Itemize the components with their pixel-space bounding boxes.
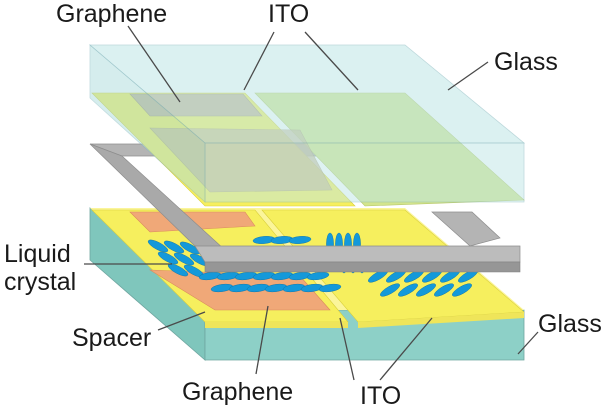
lc-molecule [306, 271, 330, 281]
leader-lines [84, 25, 539, 381]
lc-molecule [318, 283, 342, 293]
spacer-frame [89, 143, 521, 273]
lc-molecule [173, 252, 195, 266]
lc-molecule [288, 236, 312, 244]
lc-molecule [398, 283, 418, 297]
lc-molecule [167, 263, 189, 277]
lc-molecule [163, 240, 185, 254]
labels: Graphene ITO Glass Liquid crystal Spacer… [4, 0, 602, 410]
leader-ito-top-left [243, 31, 275, 91]
spacer-front-bar [194, 245, 521, 263]
lc-molecule [434, 283, 454, 297]
top-glass-front-face [204, 142, 525, 203]
top-glass-substrate [88, 44, 526, 207]
label-glass-bottom: Glass [538, 310, 602, 338]
bottom-ito-right-edge [358, 312, 524, 328]
spacer-right-arm [431, 211, 501, 247]
bottom-ito-left-edge [205, 322, 348, 328]
leader-glass-top [447, 61, 489, 91]
label-ito-bottom: ITO [360, 382, 401, 410]
leader-ito-bottom-right [379, 317, 433, 381]
leader-graphene-bottom [255, 305, 269, 375]
label-glass-top: Glass [494, 48, 558, 76]
lc-molecule [452, 283, 472, 297]
label-spacer: Spacer [72, 324, 151, 352]
label-ito-top: ITO [268, 0, 309, 28]
label-liquid-crystal-line2: crystal [4, 268, 76, 296]
leader-ito-bottom-left [339, 317, 355, 381]
label-liquid-crystal-line1: Liquid [4, 240, 71, 268]
leader-glass-bottom [517, 331, 539, 355]
leader-spacer [157, 311, 206, 331]
leader-ito-top-right [304, 31, 359, 91]
spacer-front-bar-side [204, 261, 521, 273]
label-graphene-top: Graphene [56, 0, 167, 28]
lc-molecule [416, 283, 436, 297]
leader-graphene-top [127, 25, 181, 103]
lc-molecule [380, 283, 400, 297]
lc-molecule [147, 239, 169, 253]
top-glass-left-face [89, 44, 206, 203]
lc-molecule [157, 251, 179, 265]
label-graphene-bottom: Graphene [182, 378, 293, 406]
